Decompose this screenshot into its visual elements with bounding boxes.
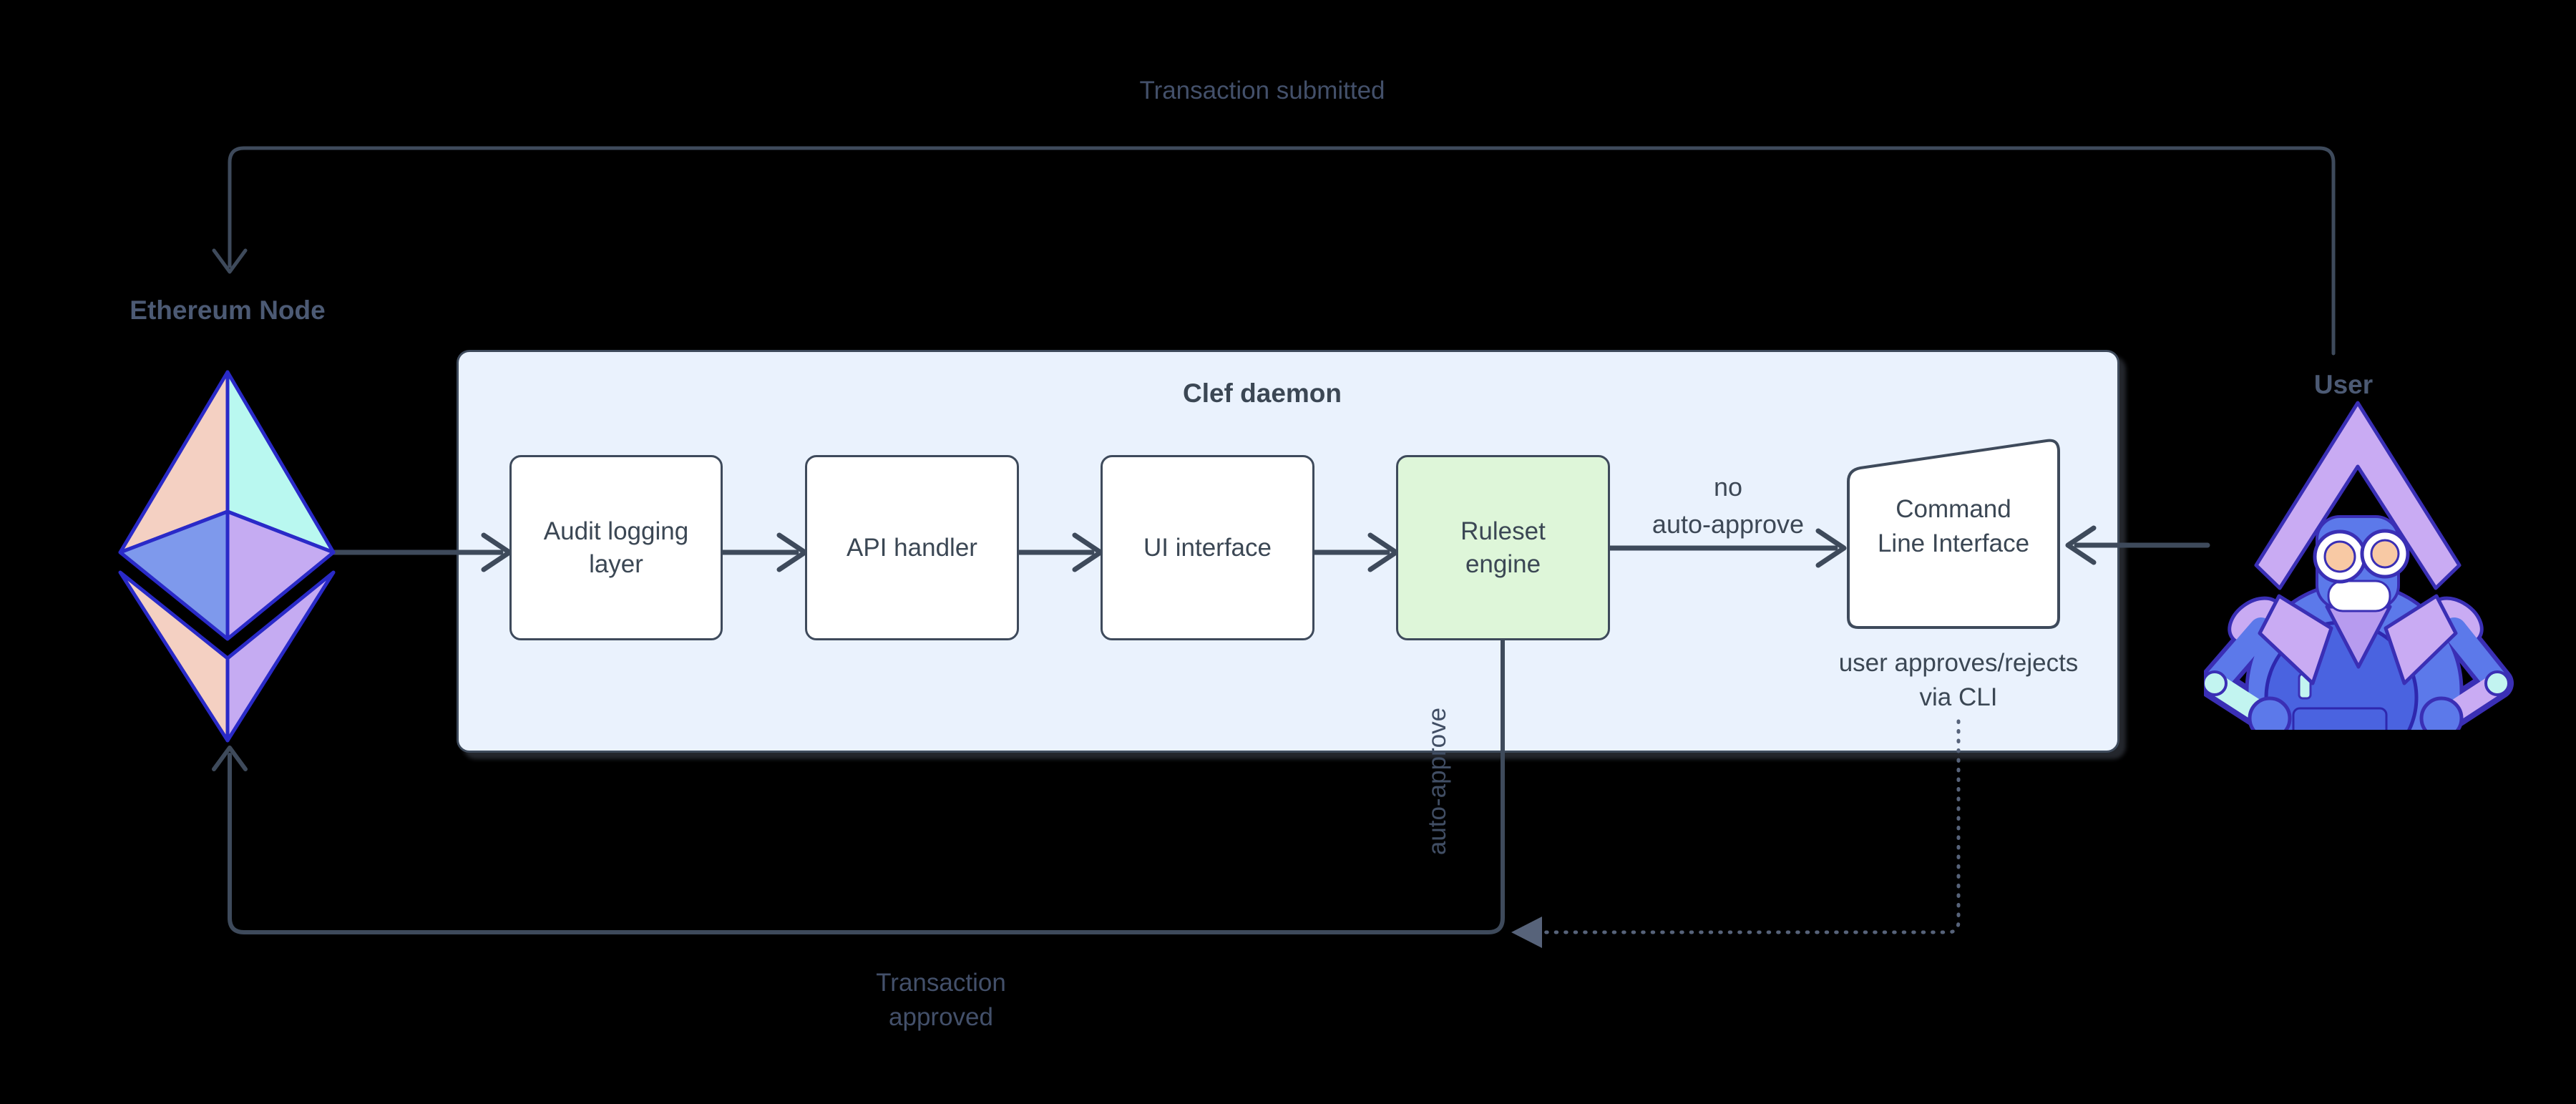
robot-chin — [2327, 580, 2391, 612]
audit-logging-layer-box: Audit logging layer — [509, 455, 723, 640]
auto-approve-label: auto-approve — [1423, 707, 1451, 856]
arrowhead-right-icon — [1815, 528, 1847, 568]
box-label: Audit logging — [543, 517, 689, 545]
eth-base-right — [225, 570, 336, 743]
transaction-approved-label: Transaction approved — [762, 966, 1120, 1035]
ruleset-engine-box: Ruleset engine — [1396, 455, 1610, 640]
no-auto-approve-line1: no — [1713, 472, 1743, 502]
ethereum-logo — [118, 370, 336, 743]
edge-user-to-cli — [2065, 525, 2210, 565]
box-label: Ruleset — [1460, 517, 1546, 545]
edge-ruleset-to-cli — [1607, 528, 1847, 568]
ui-interface-box: UI interface — [1101, 455, 1314, 640]
robot-hat — [2254, 401, 2462, 590]
arrowhead-up-icon — [212, 746, 248, 771]
clef-daemon-title: Clef daemon — [1182, 378, 1342, 408]
user-approves-line2: via CLI — [1919, 683, 1998, 711]
edge-api-to-ui — [1016, 532, 1103, 572]
user-label: User — [2313, 370, 2373, 399]
command-line-interface-shape — [1847, 439, 2060, 629]
arrowhead-left-filled-icon — [1511, 917, 1542, 948]
command-line-interface-label: Command Line Interface — [1848, 492, 2059, 561]
eth-face-lower-right — [225, 509, 336, 641]
box-label: Command — [1896, 495, 2011, 523]
robot-left-fist — [2248, 696, 2292, 730]
ethereum-node-label: Ethereum Node — [130, 295, 326, 325]
arrowhead-down-icon — [212, 248, 248, 274]
box-label: API handler — [847, 533, 977, 562]
edge-transaction-approved — [212, 638, 1505, 934]
edge-user-approval-dotted — [1511, 719, 1961, 948]
api-handler-box: API handler — [805, 455, 1019, 640]
robot-right-fist — [2419, 696, 2464, 730]
no-auto-approve-line2: auto-approve — [1652, 509, 1805, 539]
edge-audit-to-api — [720, 532, 808, 572]
box-label: engine — [1465, 549, 1541, 578]
user-robot-illustration — [2204, 401, 2514, 730]
user-approves-line1: user approves/rejects — [1838, 649, 2079, 677]
box-label: Line Interface — [1877, 529, 2030, 557]
user-approves-label: user approves/rejects via CLI — [1780, 646, 2137, 715]
transaction-submitted-label: Transaction submitted — [1139, 77, 1385, 104]
no-auto-approve-label: no auto-approve — [1621, 469, 1835, 543]
edge-transaction-submitted — [212, 146, 2336, 356]
arrowhead-left-icon — [2065, 525, 2097, 565]
transaction-approved-line2: approved — [889, 1003, 993, 1031]
box-label: UI interface — [1143, 533, 1272, 562]
transaction-approved-line1: Transaction — [876, 969, 1006, 997]
edge-ui-to-ruleset — [1312, 532, 1399, 572]
box-label: layer — [589, 549, 643, 578]
edge-node-to-audit — [331, 532, 512, 572]
